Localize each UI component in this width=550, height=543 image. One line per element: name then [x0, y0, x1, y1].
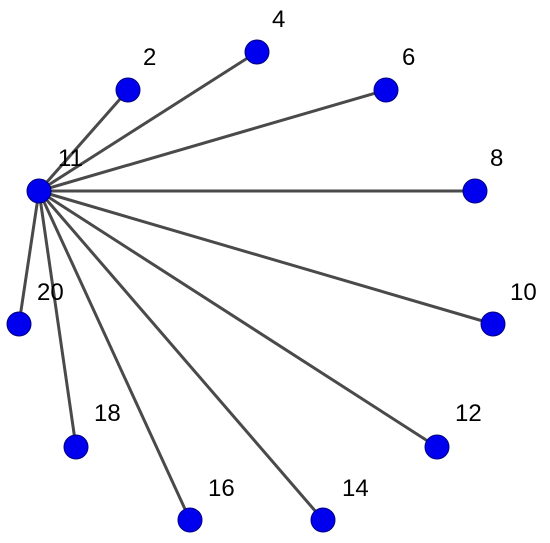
node-dot-6: [373, 77, 399, 103]
node-dot-2: [115, 77, 141, 103]
node-dot-10: [480, 311, 506, 337]
node-8: 8: [462, 145, 503, 204]
edge-11-4: [37, 50, 259, 193]
edge-11-6: [37, 88, 388, 193]
node-dot-8: [462, 178, 488, 204]
node-16: 16: [177, 475, 235, 533]
edge-11-10: [37, 189, 495, 326]
edge-11-12: [37, 189, 439, 449]
node-label-4: 4: [272, 6, 285, 33]
node-label-11: 11: [58, 145, 83, 172]
nodes-layer: 11 2 4 6 8 10 12 14 16 18 20: [6, 6, 537, 533]
node-label-18: 18: [94, 400, 121, 427]
edge-11-18: [37, 189, 78, 449]
edge-11-20: [17, 189, 41, 326]
node-dot-11: [26, 178, 52, 204]
node-2: 2: [115, 44, 156, 103]
node-14: 14: [310, 475, 369, 533]
node-11: 11: [26, 145, 83, 204]
node-label-6: 6: [402, 44, 415, 71]
node-dot-18: [63, 434, 89, 460]
edges-layer: [17, 50, 495, 522]
node-label-10: 10: [510, 279, 537, 306]
node-dot-16: [177, 507, 203, 533]
node-dot-20: [6, 311, 32, 337]
node-label-20: 20: [37, 279, 64, 306]
node-dot-12: [424, 434, 450, 460]
node-label-14: 14: [342, 475, 369, 502]
edge-11-14: [37, 189, 325, 522]
node-4: 4: [244, 6, 285, 65]
node-dot-4: [244, 39, 270, 65]
node-label-12: 12: [455, 400, 482, 427]
node-6: 6: [373, 44, 415, 103]
node-label-8: 8: [490, 145, 503, 172]
node-20: 20: [6, 279, 64, 337]
node-10: 10: [480, 279, 537, 337]
edge-11-16: [37, 189, 192, 522]
node-dot-14: [310, 507, 336, 533]
edge-11-2: [37, 88, 130, 193]
node-label-2: 2: [143, 44, 156, 71]
node-18: 18: [63, 400, 121, 460]
node-12: 12: [424, 400, 482, 460]
node-label-16: 16: [208, 475, 235, 502]
